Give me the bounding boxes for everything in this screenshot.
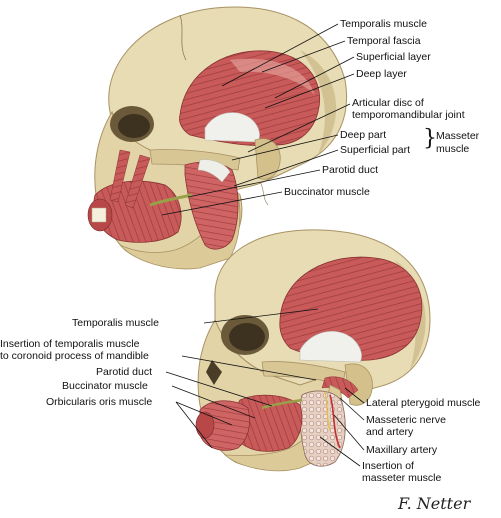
bottom-temporalis-tendon [299,331,362,363]
bottom-parotid-duct [261,398,303,410]
label-deep-layer: Deep layer [356,68,407,80]
label-superficial-part: Superficial part [340,144,411,156]
label-masseter-line2: muscle [436,143,470,155]
bottom-skull [195,229,431,472]
bottom-temporalis [279,256,423,361]
leader-lines [161,23,365,467]
label-articular-disc-line1: Articular disc of [352,97,424,109]
label-temporalis-bottom: Temporalis muscle [72,317,159,329]
label-buccinator-top: Buccinator muscle [284,186,370,198]
label-parotid-duct-top: Parotid duct [322,164,379,176]
top-mandible [119,189,241,270]
label-maxillary-artery: Maxillary artery [366,444,438,456]
label-articular-disc-line2: temporomandibular joint [352,109,465,121]
top-parotid-duct [149,193,193,207]
label-deep-part: Deep part [340,129,387,141]
label-lateral-pterygoid: Lateral pterygoid muscle [366,397,481,409]
label-insertion-temporalis-line1: Insertion of temporalis muscle [0,338,140,350]
masseter-brace: } [423,126,437,151]
label-insertion-temporalis-line2: to coronoid process of mandible [0,350,149,362]
bottom-masseter-insertion [299,390,346,467]
label-masseteric-line2: and artery [366,426,414,438]
label-insertion-masseter-line1: Insertion of [362,460,414,472]
label-buccinator-bottom: Buccinator muscle [62,380,148,392]
label-insertion-masseter-line2: masseter muscle [362,472,442,484]
label-temporalis-top: Temporalis muscle [340,18,427,30]
label-temporal-fascia: Temporal fascia [347,35,421,47]
label-masseter-line1: Masseter [436,130,480,142]
label-masseteric-line1: Masseteric nerve [366,414,446,426]
label-orbicularis-oris: Orbicularis oris muscle [46,396,153,408]
label-parotid-duct-bottom: Parotid duct [96,366,153,378]
artist-signature: F. Netter [398,494,471,513]
top-skull [87,6,347,270]
label-superficial-layer: Superficial layer [356,51,431,63]
